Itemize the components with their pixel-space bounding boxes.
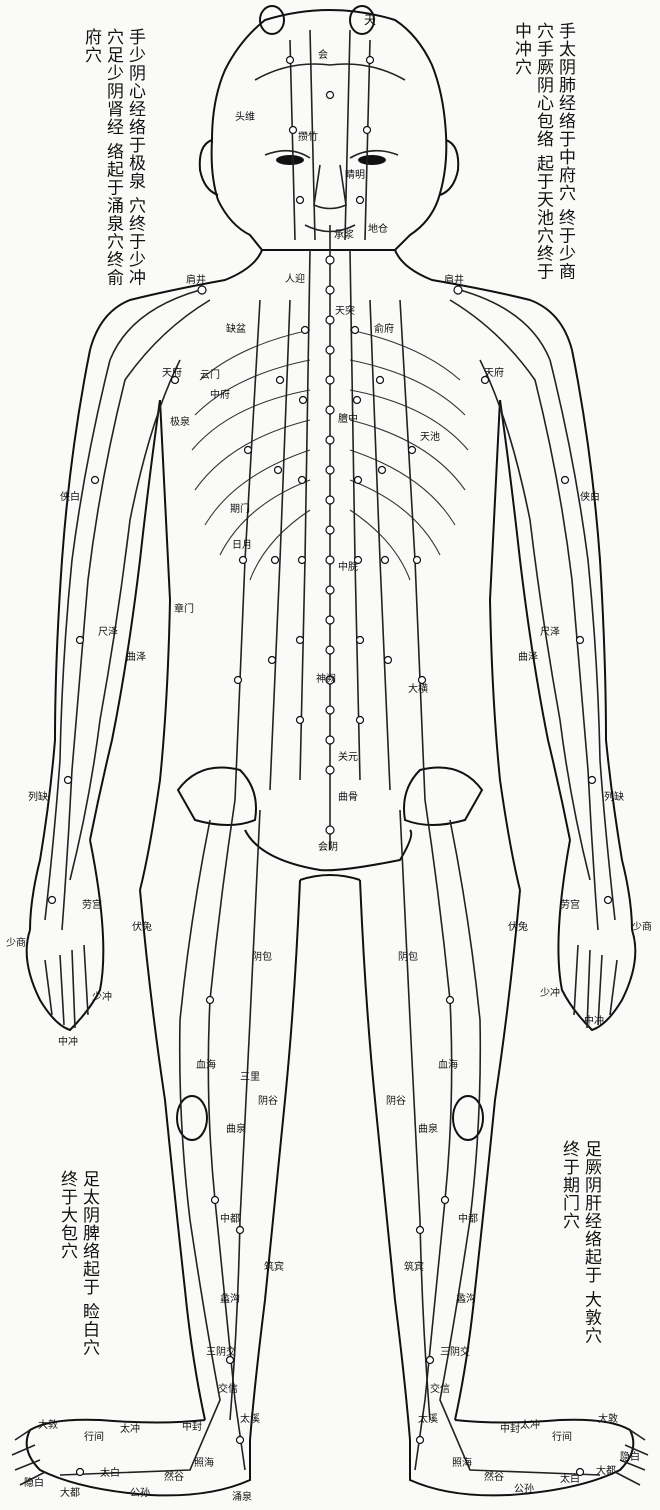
label-zhong-fu: 中府 — [210, 388, 230, 401]
label-gong-sun-l: 公孙 — [130, 1486, 150, 1499]
label-yin-bao-r: 阴包 — [398, 950, 418, 963]
label-tai-chong-r: 太冲 — [520, 1418, 540, 1431]
label-san-yin-jiao-r: 三阴交 — [440, 1345, 470, 1358]
label-chi-ze-l: 尺泽 — [98, 626, 118, 638]
label-qi-men: 期门 — [230, 502, 250, 515]
label-da-du-r: 大都 — [596, 1464, 616, 1477]
label-xing-jian-r: 行间 — [552, 1430, 572, 1443]
label-xue-hai-r: 血海 — [438, 1058, 458, 1071]
label-zu-san-li: 三里 — [240, 1071, 260, 1083]
label-lie-que-l: 列缺 — [28, 790, 48, 803]
label-shan-zhong: 膻中 — [338, 412, 358, 425]
label-shao-shang-l: 少商 — [6, 936, 26, 949]
label-tai-bai-r: 太白 — [560, 1472, 580, 1485]
label-tian-fu-r: 天府 — [484, 366, 504, 379]
label-zhong-chong-l: 中冲 — [58, 1035, 78, 1048]
label-ren-ying: 人迎 — [285, 273, 305, 285]
caption-heart-kidney: 手少阴心经络于极泉 穴终于少冲穴足少阴肾经 络起于涌泉穴终俞府穴 — [80, 28, 146, 288]
label-xing-jian-l: 行间 — [84, 1430, 104, 1443]
label-zhong-feng-r: 中封 — [500, 1422, 520, 1435]
label-zhao-hai-r: 照海 — [452, 1456, 472, 1469]
label-tian-chi: 天池 — [420, 430, 440, 443]
label-yin-bai-l: 隐白 — [24, 1476, 44, 1489]
label-yu-fu: 俞府 — [374, 322, 394, 335]
label-jian-jing-r: 肩井 — [444, 273, 464, 286]
label-li-gou-l: 蠡沟 — [220, 1292, 240, 1305]
label-ji-quan: 极泉 — [170, 415, 190, 428]
label-ran-gu-l: 然谷 — [164, 1470, 184, 1483]
label-cheng-jiang: 承浆 — [334, 228, 354, 241]
caption-spleen: 足太阴脾络起于 睑白穴终于大包穴 — [56, 1170, 100, 1370]
label-li-gou-r: 蠡沟 — [456, 1292, 476, 1305]
label-da-du-l: 大都 — [60, 1486, 80, 1499]
label-tai-xi-l: 太溪 — [240, 1412, 260, 1425]
caption-spleen-line1: 足太阴脾络起于 — [79, 1170, 99, 1296]
label-shao-chong-l: 少冲 — [92, 990, 112, 1003]
label-gong-sun-r: 公孙 — [514, 1482, 534, 1495]
label-que-pen: 缺盆 — [226, 322, 246, 335]
label-fu-tu-r: 伏兔 — [508, 920, 528, 933]
label-tai-bai-l: 太白 — [100, 1466, 120, 1479]
label-tai-xi-r: 太溪 — [418, 1412, 438, 1425]
label-shen-que: 神阙 — [316, 672, 336, 685]
label-yun-men: 云门 — [200, 368, 220, 381]
label-tai-chong-l: 太冲 — [120, 1422, 140, 1435]
caption-liver: 足厥阴肝经络起于 大敦穴终于期门穴 — [558, 1140, 602, 1360]
label-da-dun-l: 大敦 — [38, 1418, 58, 1431]
label-qu-quan-l: 曲泉 — [226, 1122, 246, 1135]
label-lao-gong-l: 劳宫 — [82, 898, 102, 911]
label-tian-tu: 天突 — [335, 304, 355, 317]
label-tou-wei: 头维 — [235, 110, 255, 123]
face-features — [255, 6, 405, 232]
label-jiao-xin-l: 交信 — [218, 1382, 238, 1395]
label-qu-gu: 曲骨 — [338, 791, 358, 803]
label-chi-ze-r: 尺泽 — [540, 626, 560, 638]
caption-heart-kidney-line1: 手少阴心经络于极泉 — [125, 28, 145, 190]
label-ri-yue: 日月 — [232, 539, 252, 551]
label-tian-fu-l: 天府 — [162, 366, 182, 379]
label-zhong-feng: 中封 — [182, 1420, 202, 1433]
caption-lung-pericardium: 手太阴肺经络于中府穴 终于少商穴手厥阴心包络 起于天池穴终于中冲穴 — [510, 22, 576, 282]
label-zhong-wan: 中脘 — [338, 560, 358, 573]
label-fu-tu-l: 伏兔 — [132, 920, 152, 933]
label-hui-yin: 会阴 — [318, 840, 338, 853]
label-guan-yuan: 关元 — [338, 750, 358, 763]
label-zhu-bin-r: 筑宾 — [404, 1260, 424, 1273]
label-tian: 天 — [364, 13, 376, 27]
label-da-heng: 大横 — [408, 682, 428, 695]
label-di-cang: 地仓 — [368, 222, 388, 235]
caption-lung-pericardium-line1: 手太阴肺经络于中府穴 — [555, 22, 575, 202]
label-qu-ze-l: 曲泽 — [126, 651, 146, 663]
label-bai-hui: 会 — [318, 48, 328, 61]
label-jing-ming: 睛明 — [345, 169, 365, 181]
label-xia-bai-r: 侠白 — [580, 490, 600, 503]
label-da-dun-r: 大敦 — [598, 1412, 618, 1425]
label-ran-gu-r: 然谷 — [484, 1470, 504, 1483]
label-xia-bai-l: 侠白 — [60, 490, 80, 503]
label-zhong-du-r: 中都 — [458, 1212, 478, 1225]
label-yin-gu-r: 阴谷 — [386, 1095, 406, 1107]
label-zan-zhu: 攒竹 — [298, 130, 318, 143]
label-zhong-du-l: 中都 — [220, 1212, 240, 1225]
caption-liver-line1: 足厥阴肝经络起于 — [581, 1140, 601, 1284]
label-jian-jing-l: 肩井 — [186, 273, 206, 286]
label-shao-chong-r: 少冲 — [540, 986, 560, 999]
label-xue-hai-l: 血海 — [196, 1058, 216, 1071]
label-san-yin-jiao-l: 三阴交 — [206, 1345, 236, 1358]
label-yin-gu-l: 阴谷 — [258, 1095, 278, 1107]
label-shao-shang-r: 少商 — [632, 920, 652, 933]
label-lao-gong-r: 劳宫 — [560, 898, 580, 911]
label-zhong-chong-r: 中冲 — [584, 1014, 604, 1027]
label-zhang-men: 章门 — [174, 602, 194, 615]
label-zhao-hai-l: 照海 — [194, 1456, 214, 1469]
label-qu-quan-r: 曲泉 — [418, 1122, 438, 1135]
label-yin-bai-r: 隐白 — [620, 1450, 640, 1463]
label-jiao-xin-r: 交信 — [430, 1382, 450, 1395]
label-yin-bao-l: 阴包 — [252, 950, 272, 963]
label-lie-que-r: 列缺 — [604, 790, 624, 803]
label-yong-quan: 涌泉 — [232, 1490, 252, 1503]
label-zhu-bin-l: 筑宾 — [264, 1260, 284, 1273]
label-qu-ze-r: 曲泽 — [518, 651, 538, 663]
